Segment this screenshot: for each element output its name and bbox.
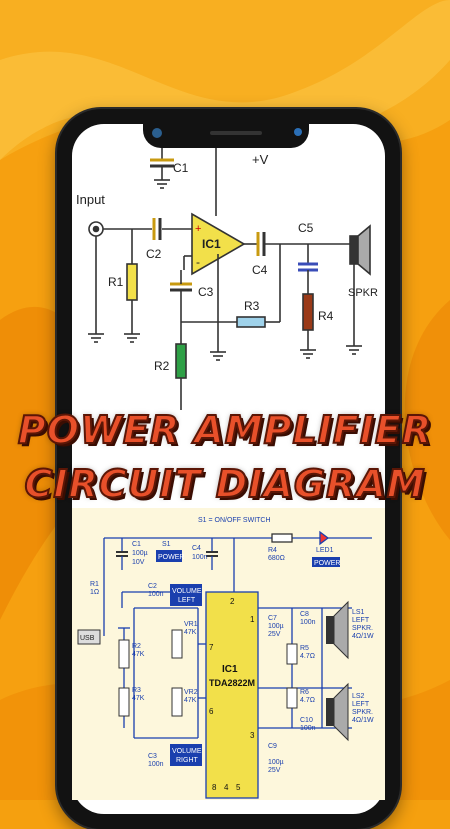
camera-icon [152,128,162,138]
label-vol-right-2: RIGHT [176,757,199,764]
label-pin2: 2 [230,597,235,606]
label-pin8: 8 [212,783,217,792]
label-vol-left-1: VOLUME [172,588,202,595]
label-ic1: IC1 [222,664,238,675]
label-ls2-3: SPKR. [352,709,373,716]
label-r6: R6 [300,689,309,696]
label-c3: C3 [148,753,157,760]
label-c9-val2: 25V [268,767,281,774]
label-pin6: 6 [209,707,214,716]
label-c2: C2 [148,583,157,590]
label-vr2-val: 47K [184,697,197,704]
label-c5: C5 [298,221,314,235]
title-line-2: CIRCUIT DIAGRAM [23,461,426,507]
label-vplus: +V [252,152,269,167]
label-ic1-part: TDA2822M [209,678,255,688]
label-r3-val: 47K [132,695,145,702]
label-c7-val2: 25V [268,631,281,638]
label-pin7: 7 [209,643,214,652]
label-c1-val1: 100µ [132,550,148,557]
label-ls1-4: 4Ω/1W [352,633,374,640]
label-c10-val: 100n [300,725,316,732]
label-pin5: 5 [236,783,241,792]
label-c4-val: 100n [192,554,208,561]
label-ls1-3: SPKR. [352,625,373,632]
label-r1: R1 [108,275,124,289]
label-usb: USB [80,635,95,642]
label-r3: R3 [244,299,260,313]
label-c8-val: 100n [300,619,316,626]
label-c1-val2: 10V [132,559,145,566]
title-line-1: POWER AMPLIFIER [17,407,433,453]
label-ls2-4: 4Ω/1W [352,717,374,724]
label-r2: R2 [154,359,170,373]
sensor-icon [294,128,302,136]
label-input: Input [76,192,105,207]
label-c9: C9 [268,743,277,750]
label-ls1-1: LS1 [352,609,365,616]
label-r5: R5 [300,645,309,652]
label-c7: C7 [268,615,277,622]
label-r2: R2 [132,643,141,650]
label-vol-left-2: LEFT [178,597,196,604]
label-ls2-2: LEFT [352,701,370,708]
label-spkr: SPKR [348,287,378,299]
label-r4-val: 680Ω [268,555,285,562]
label-led-power: POWER [314,560,340,567]
label-r2-val: 47K [132,651,145,658]
label-pin4: 4 [224,783,229,792]
label-c9-val1: 100µ [268,759,284,766]
label-plus: + [195,223,201,235]
label-ic1: IC1 [202,237,221,251]
label-vr1: VR1 [184,621,198,628]
label-c4: C4 [192,545,201,552]
label-r3: R3 [132,687,141,694]
label-c7-val1: 100µ [268,623,284,630]
label-r5-val: 4.7Ω [300,653,315,660]
label-vol-right-1: VOLUME [172,748,202,755]
label-c8: C8 [300,611,309,618]
label-pin3: 3 [250,731,255,740]
label-r1: R1 [90,581,99,588]
label-vr2: VR2 [184,689,198,696]
label-c1: C1 [132,541,141,548]
label-led1: LED1 [316,547,334,554]
label-ls2-1: LS2 [352,693,365,700]
label-r4: R4 [318,309,334,323]
label-c2-val: 100n [148,591,164,598]
label-switch-caption: S1 = ON/OFF SWITCH [198,517,271,524]
label-c4: C4 [252,263,268,277]
label-vr1-val: 47K [184,629,197,636]
label-r4: R4 [268,547,277,554]
bottom-circuit-diagram: S1 = ON/OFF SWITCH S1 POWER C1 100µ 10V … [72,508,385,800]
label-c2: C2 [146,247,162,261]
speaker-grille [210,131,262,135]
label-s1: S1 [162,541,171,548]
top-circuit-diagram: C1 +V Input C2 R1 IC1 + - C3 R2 R3 C4 C5… [76,124,378,410]
label-ls1-2: LEFT [352,617,370,624]
label-c1: C1 [173,161,189,175]
label-c3: C3 [198,285,214,299]
label-c10: C10 [300,717,313,724]
label-c3-val: 100n [148,761,164,768]
label-r1-val: 1Ω [90,589,99,596]
label-minus: - [196,255,200,269]
label-pin1: 1 [250,615,255,624]
label-power-switch: POWER [158,554,184,561]
label-r6-val: 4.7Ω [300,697,315,704]
